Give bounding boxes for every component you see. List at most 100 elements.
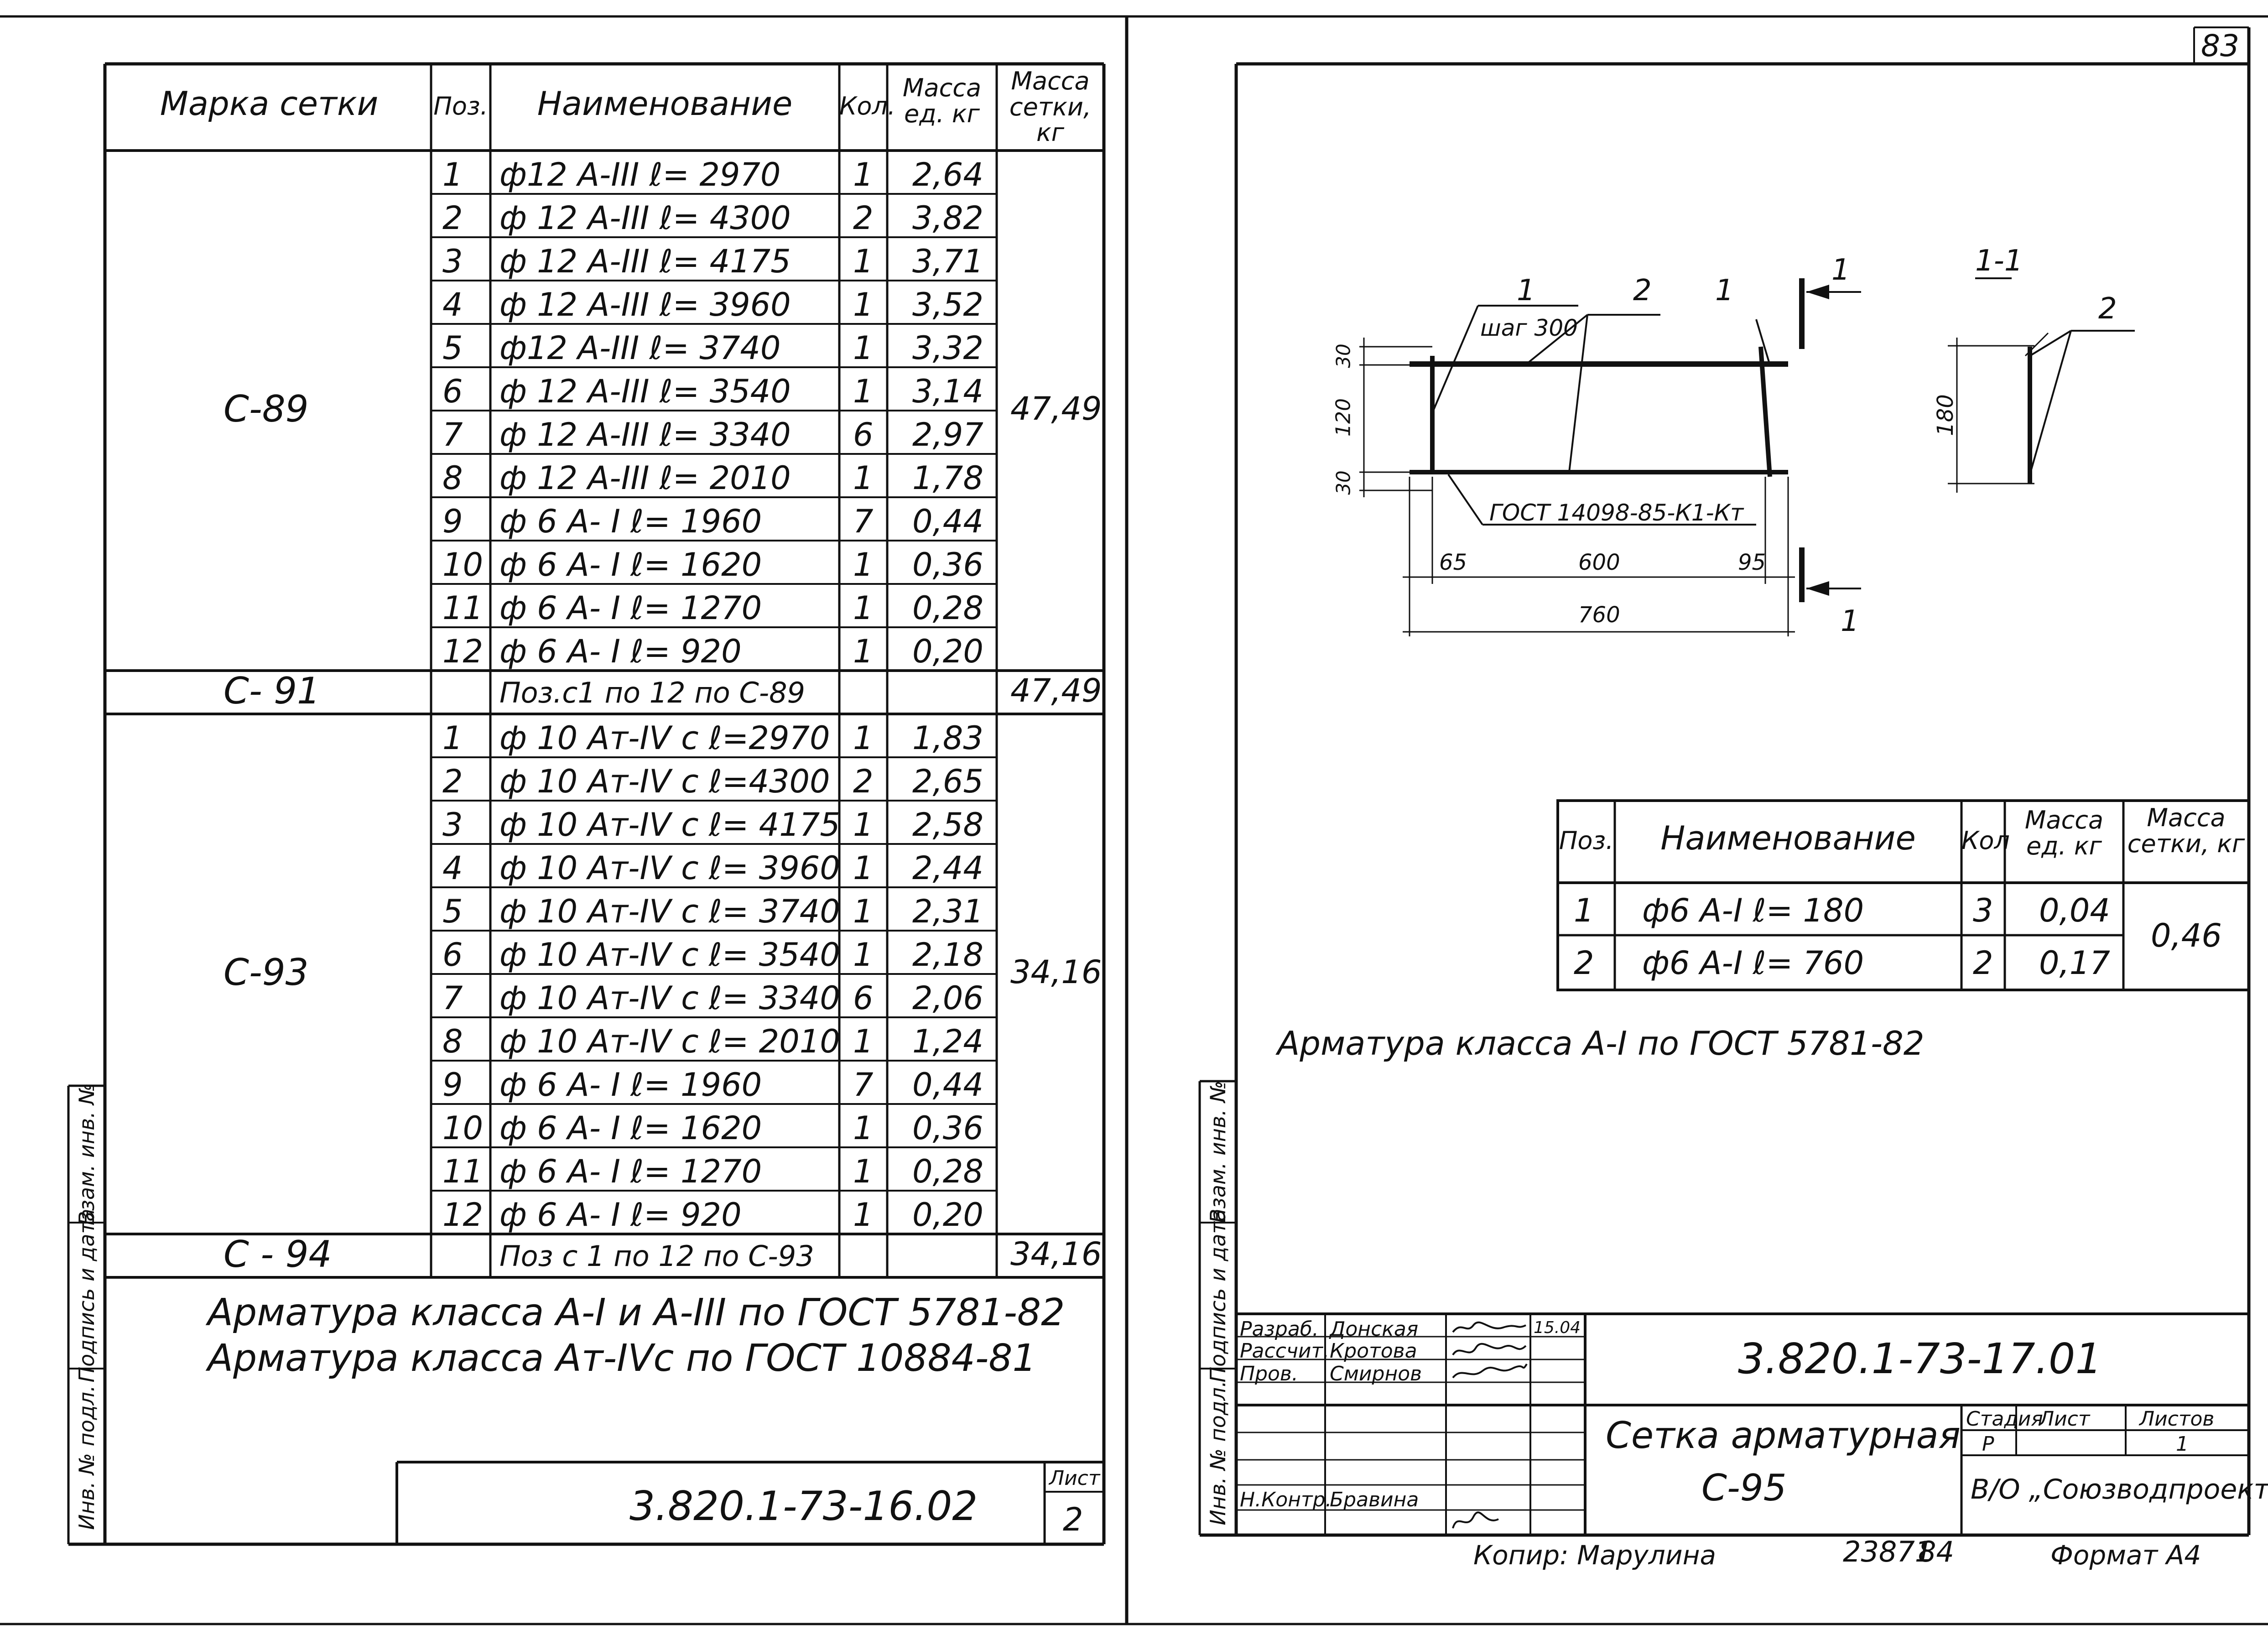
note-line-1: Арматура класса А-I и А-III по ГОСТ 5781… [208, 1291, 1065, 1334]
row-name: ф12 А-III ℓ= 2970 [499, 156, 781, 193]
row-mass: 3,32 [912, 329, 983, 367]
row-qty: 1 [853, 633, 874, 670]
row-name: ф 10 Ат-IV с ℓ= 3740 [499, 893, 840, 930]
row-pos: 8 [442, 459, 463, 497]
row-name: ф 6 А- I ℓ= 1960 [499, 1066, 762, 1104]
dim-600: 600 [1578, 550, 1620, 575]
stamp-stage: Р [1982, 1432, 1994, 1456]
row-qty: 1 [853, 1023, 874, 1060]
row-pos: 8 [442, 1023, 463, 1060]
side-label-replace-left: Взам. инв. № [74, 1083, 99, 1226]
row-qty: 1 [853, 893, 874, 930]
stamp-date: 15.04 [1534, 1318, 1581, 1337]
row-pos: 3 [442, 806, 463, 844]
footer-number: 23871 [1843, 1535, 1933, 1568]
row-qty: 1 [853, 1153, 874, 1190]
row-qty: 2 [853, 199, 874, 237]
stamp-role: Пров. [1240, 1362, 1298, 1385]
row-name: ф 6 А- I ℓ= 1960 [499, 503, 762, 540]
header-mass-mesh: Масса сетки, кг [1009, 67, 1092, 147]
stamp-sheets-label: Листов [2139, 1407, 2215, 1431]
row-pos: 10 [442, 546, 484, 583]
row-mass: 3,71 [912, 243, 983, 280]
section-arrow-bottom-label: 1 [1841, 604, 1859, 638]
row-mass: 2,58 [912, 806, 983, 844]
mesh-mark: С-93 [224, 951, 309, 994]
page-number: 83 [2201, 28, 2239, 63]
row-pos: 5 [442, 329, 463, 367]
row-qty: 1 [853, 156, 874, 193]
spec-header-qty: Кол [1961, 826, 2010, 855]
side-label-inv-left: Инв. № подл. [74, 1385, 99, 1530]
row-name: ф 6 А- I ℓ= 1270 [499, 589, 762, 627]
spec-row-2-pos: 2 [1574, 944, 1594, 982]
doc-code-left: 3.820.1-73-16.02 [629, 1483, 978, 1530]
callout-1b: 1 [1715, 274, 1734, 307]
mesh-mark: С-89 [224, 388, 309, 430]
row-pos: 1 [442, 719, 463, 757]
stamp-person: Бравина [1330, 1488, 1419, 1511]
row-mass: 2,97 [912, 416, 983, 453]
stamp-role: Н.Контр. [1240, 1488, 1332, 1511]
header-name: Наименование [537, 84, 793, 123]
row-mass: 0,28 [912, 589, 983, 627]
row-name: ф 12 А-III ℓ= 3960 [499, 286, 791, 323]
row-pos: 7 [442, 416, 463, 453]
stamp-person: Смирнов [1330, 1362, 1422, 1385]
row-name: Поз.с1 по 12 по С-89 [499, 676, 805, 709]
row-mass: 1,83 [912, 719, 983, 757]
row-pos: 5 [442, 893, 463, 930]
row-mass: 1,78 [912, 459, 983, 497]
row-pos: 1 [442, 156, 463, 193]
row-qty: 6 [853, 979, 874, 1017]
side-label-replace-right: Взам. инв. № [1206, 1080, 1230, 1224]
stamp-stage-label: Стадия [1966, 1407, 2043, 1431]
row-name: ф 10 Ат-IV с ℓ=2970 [499, 719, 830, 757]
row-qty: 2 [853, 763, 874, 800]
row-pos: 7 [442, 979, 463, 1017]
callout-2b: 2 [2098, 292, 2117, 326]
section-label: 1-1 [1975, 244, 2023, 278]
spec-header-mass-unit: Масса ед. кг [2024, 806, 2104, 860]
callout-2a: 2 [1633, 274, 1652, 307]
side-label-inv-right: Инв. № подл. [1206, 1380, 1230, 1526]
dim-30-top: 30 [1332, 344, 1355, 368]
row-mass: 2,44 [912, 849, 983, 887]
signatures [1452, 1321, 1528, 1529]
header-mass-unit: Масса ед. кг [902, 73, 982, 128]
dim-180: 180 [1933, 394, 1958, 436]
spec-row-1-qty: 3 [1973, 892, 1993, 929]
row-pos: 6 [442, 373, 463, 410]
side-label-sign-right: Подпись и дата [1206, 1208, 1230, 1383]
row-name: ф 12 А-III ℓ= 2010 [499, 459, 791, 497]
dim-95: 95 [1738, 550, 1766, 575]
row-mass: 0,44 [912, 1066, 983, 1104]
row-mass: 3,14 [912, 373, 983, 410]
note-line-2: Арматура класса Ат-IVс по ГОСТ 10884-81 [208, 1337, 1036, 1380]
row-pos: 3 [442, 243, 463, 280]
stamp-organization: В/О „Союзводпроект" [1971, 1474, 2268, 1505]
row-qty: 7 [853, 1066, 874, 1104]
row-name: ф 10 Ат-IV с ℓ= 3960 [499, 849, 840, 887]
arrowheads [1806, 285, 1829, 596]
stamp-person: Кротова [1330, 1339, 1417, 1363]
spec-row-2-name: ф6 А-I ℓ= 760 [1642, 944, 1864, 982]
header-pos: Поз. [433, 92, 488, 120]
row-name: ф 6 А- I ℓ= 1270 [499, 1153, 762, 1190]
row-qty: 1 [853, 589, 874, 627]
row-pos: 2 [442, 763, 463, 800]
row-name: ф 6 А- I ℓ= 1620 [499, 546, 762, 583]
stamp-role: Рассчит. [1240, 1339, 1330, 1363]
row-mass: 0,36 [912, 546, 983, 583]
mesh-drawing [1359, 277, 2135, 636]
row-mass: 0,20 [912, 633, 983, 670]
row-qty: 1 [853, 719, 874, 757]
sheet-number-left: 2 [1063, 1501, 1083, 1538]
row-mass: 2,31 [912, 893, 983, 930]
row-qty: 1 [853, 849, 874, 887]
stamp-role: Разраб. [1240, 1317, 1319, 1341]
row-name: ф 12 А-III ℓ= 3340 [499, 416, 791, 453]
spec-header-name: Наименование [1660, 819, 1916, 857]
row-pos: 4 [442, 849, 463, 887]
row-name: ф 12 А-III ℓ= 3540 [499, 373, 791, 410]
